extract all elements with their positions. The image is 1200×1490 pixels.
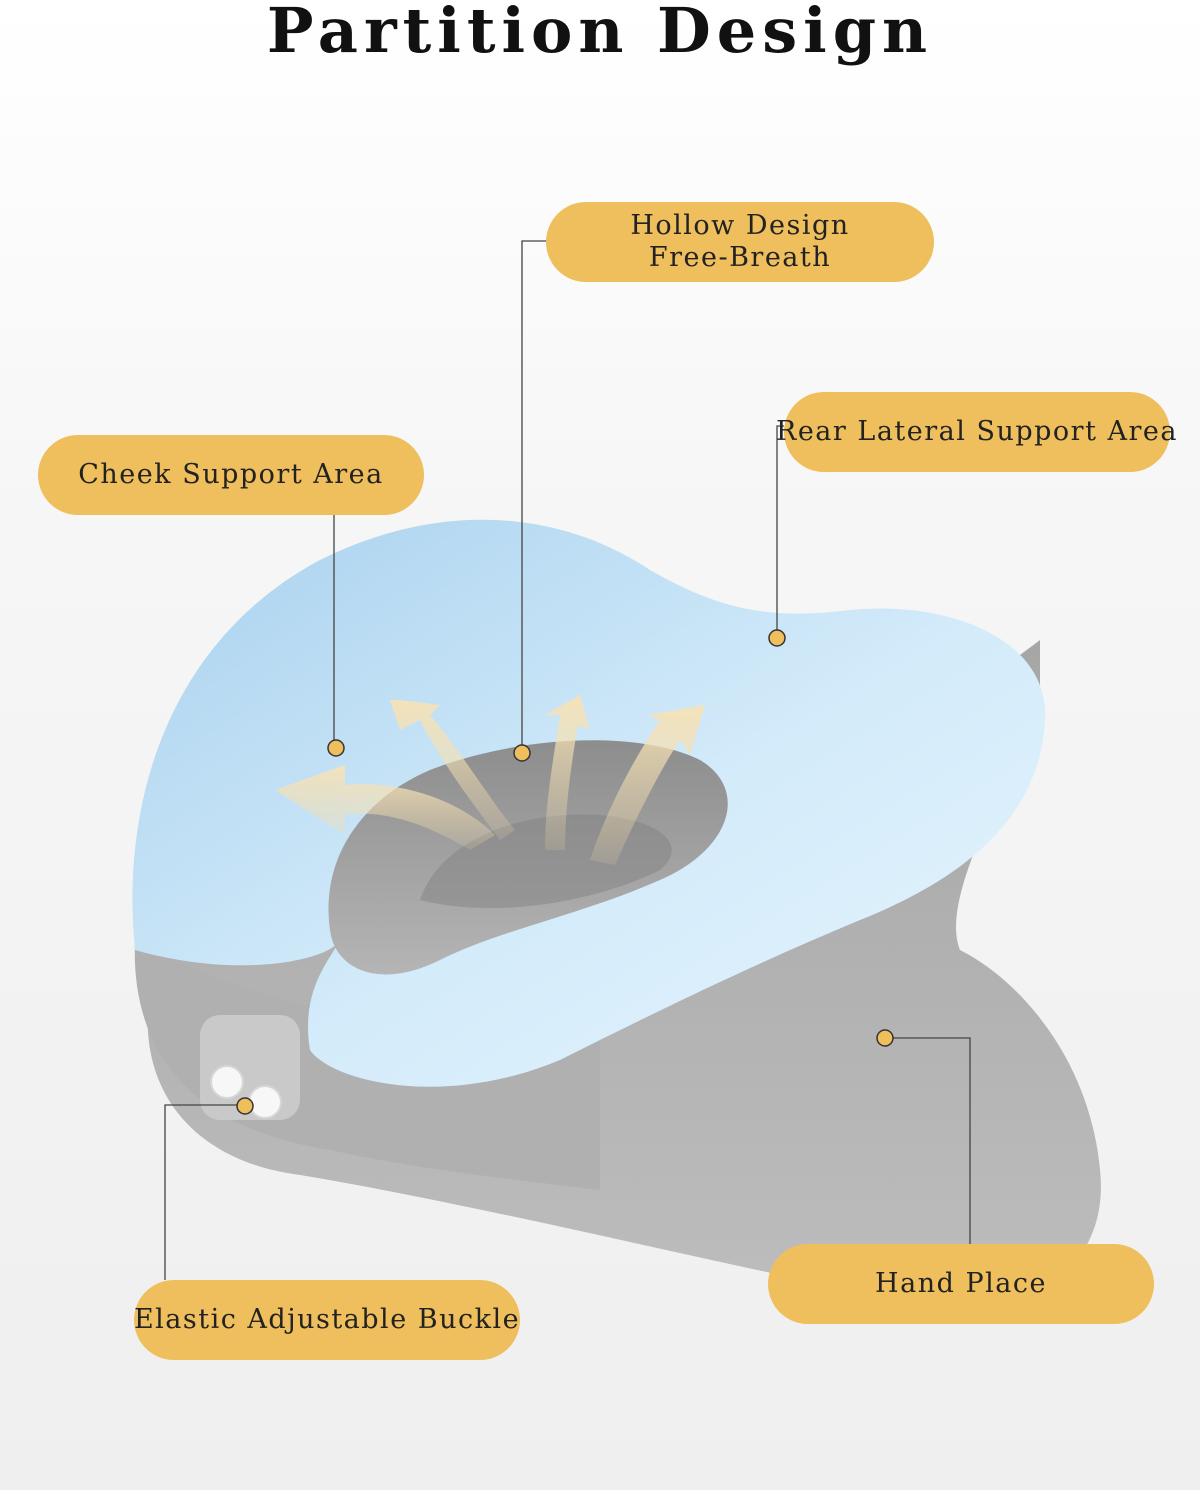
buckle-button — [248, 1085, 282, 1119]
callout-line-hand — [886, 1037, 971, 1245]
breath-arrow — [275, 765, 495, 850]
label-hand-place: Hand Place — [768, 1244, 1154, 1324]
label-rear-lateral: Rear Lateral Support Area — [776, 392, 1177, 472]
callout-line-hollow — [521, 240, 548, 752]
callout-line-rear — [776, 425, 784, 637]
breath-arrow — [390, 700, 515, 840]
callout-line-buckle — [164, 1104, 245, 1280]
label-cheek-text: Cheek Support Area — [78, 459, 384, 490]
label-rear-text: Rear Lateral Support Area — [776, 416, 1178, 447]
callout-dot-hand — [876, 1029, 894, 1047]
label-hollow-design: Hollow Design Free-Breath — [546, 202, 934, 282]
label-cheek-support: Cheek Support Area — [38, 435, 424, 515]
callout-dot-buckle — [236, 1097, 254, 1115]
breath-arrow — [545, 695, 590, 850]
label-buckle-text: Elastic Adjustable Buckle — [133, 1304, 521, 1335]
page-title: Partition Design — [266, 0, 934, 67]
label-hand-text: Hand Place — [875, 1268, 1047, 1299]
breath-arrow — [590, 705, 705, 865]
label-hollow-line1: Hollow Design — [630, 210, 850, 241]
label-hollow-line2: Free-Breath — [648, 242, 832, 273]
label-elastic-buckle: Elastic Adjustable Buckle — [134, 1280, 520, 1360]
callout-dot-rear — [768, 629, 786, 647]
callout-dot-cheek — [327, 739, 345, 757]
callout-dot-hollow — [513, 744, 531, 762]
buckle-button — [210, 1065, 244, 1099]
